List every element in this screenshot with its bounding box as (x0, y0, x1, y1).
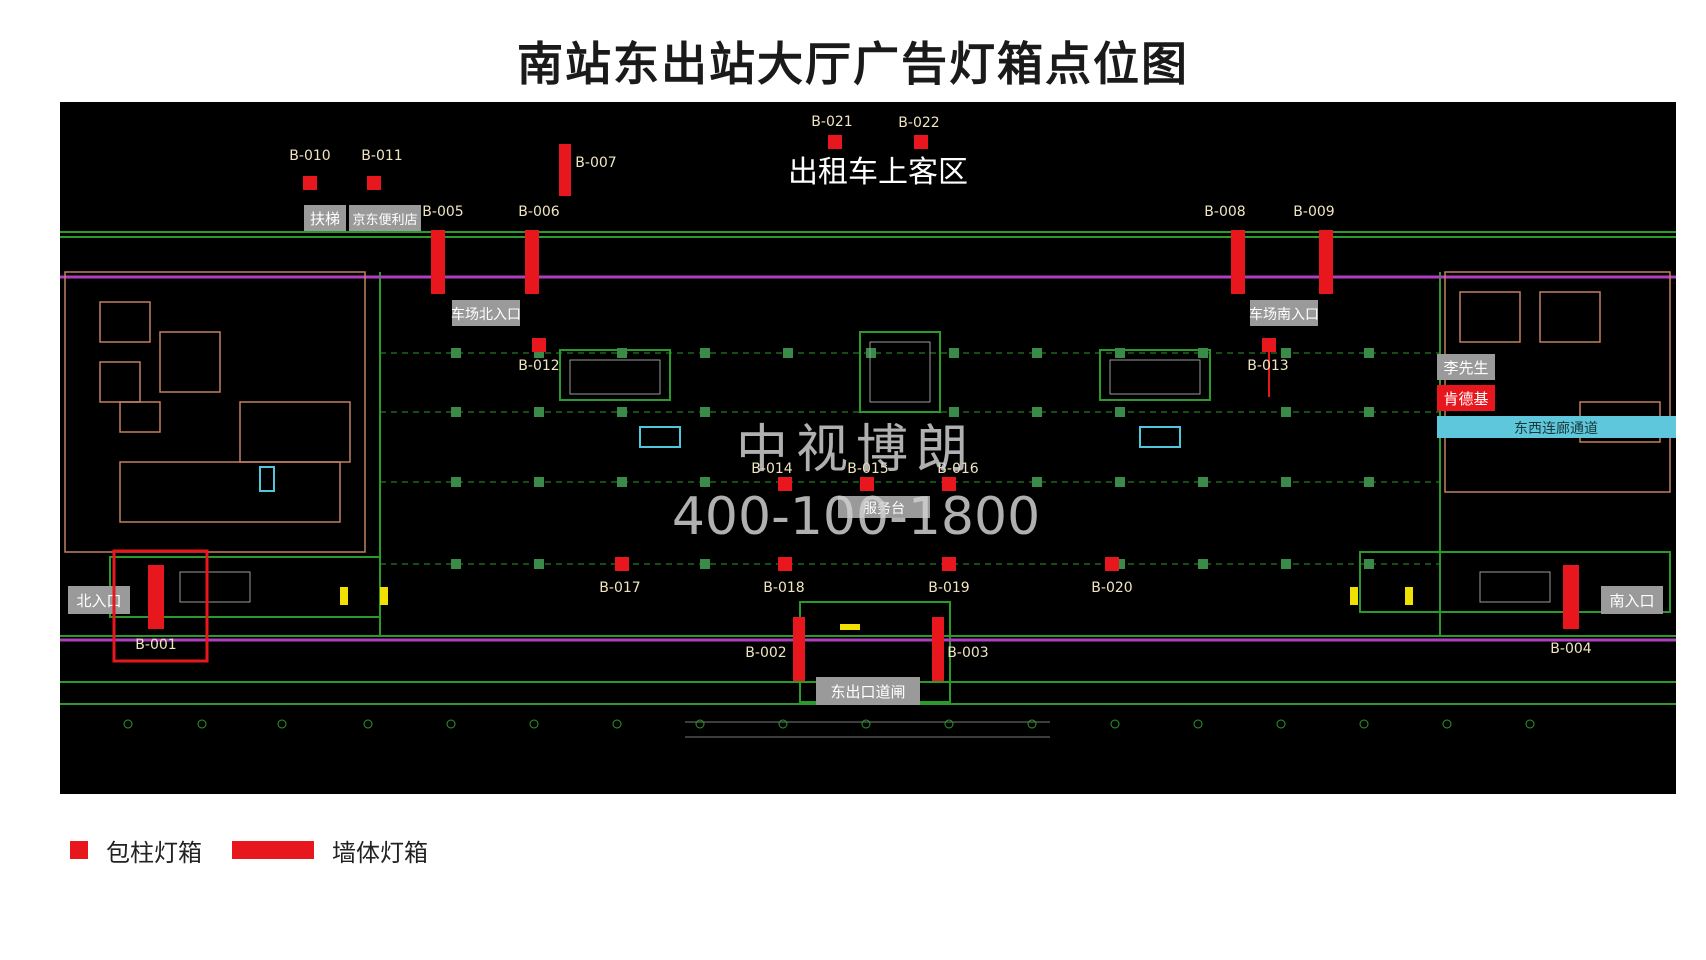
label-li-xiansheng: 李先生 (1437, 354, 1495, 380)
watermark-phone: 400-100-1800 (672, 487, 1040, 547)
label-b-021: B-021 (811, 114, 852, 130)
label-b-009: B-009 (1293, 204, 1334, 220)
label-b-007: B-007 (575, 155, 616, 171)
label-east-exit-gate-text: 东出口道闸 (830, 683, 905, 701)
label-b-012: B-012 (518, 358, 559, 374)
lightbox-labels: B-010 B-011 B-021 B-022 B-007 B-005 B-00… (135, 114, 1591, 661)
label-b-020: B-020 (1091, 580, 1132, 596)
lightbox-b-022 (914, 135, 928, 149)
label-corridor-text: 东西连廊通道 (1514, 420, 1598, 437)
label-jd-store-text: 京东便利店 (352, 213, 417, 228)
legend-column-label: 包柱灯箱 (106, 838, 202, 867)
label-north-entrance: 北入口 (68, 586, 130, 614)
label-b-016: B-016 (937, 461, 978, 477)
taxi-zone-label: 出租车上客区 (788, 155, 968, 190)
label-b-019: B-019 (928, 580, 969, 596)
legend-wall-label: 墙体灯箱 (332, 838, 428, 867)
lightbox-b-015 (860, 477, 874, 491)
lightbox-b-012 (532, 338, 546, 352)
label-b-006: B-006 (518, 204, 559, 220)
label-south-entrance: 南入口 (1601, 586, 1663, 614)
label-parking-north: 车场北入口 (451, 300, 521, 326)
label-b-014: B-014 (751, 461, 792, 477)
lightbox-b-011 (367, 176, 381, 190)
label-parking-north-text: 车场北入口 (451, 306, 521, 323)
label-b-010: B-010 (289, 148, 330, 164)
lightbox-b-010 (303, 176, 317, 190)
label-b-001: B-001 (135, 637, 176, 653)
lightbox-b-003 (932, 617, 944, 681)
lightbox-b-002 (793, 617, 805, 681)
gate-hatch (685, 721, 1050, 738)
lightbox-b-019 (942, 557, 956, 571)
label-b-015: B-015 (847, 461, 888, 477)
lightbox-b-004 (1563, 565, 1579, 629)
lightbox-b-021 (828, 135, 842, 149)
wall-lightboxes (148, 144, 1579, 681)
label-parking-south-text: 车场南入口 (1249, 306, 1319, 323)
lightbox-b-006 (525, 230, 539, 294)
structural-columns (451, 348, 1374, 569)
label-service-desk-text: 服务台 (863, 501, 905, 517)
label-b-002: B-002 (745, 645, 786, 661)
lightbox-b-008 (1231, 230, 1245, 294)
label-east-west-corridor: 东西连廊通道 (1437, 416, 1676, 438)
label-b-004: B-004 (1550, 641, 1591, 657)
label-jd-store: 京东便利店 (349, 205, 421, 231)
label-kfc-text: 肯德基 (1443, 390, 1488, 408)
lightbox-b-005 (431, 230, 445, 294)
label-escalator-text: 扶梯 (310, 210, 340, 228)
lightbox-b-020 (1105, 557, 1119, 571)
lightbox-b-016 (942, 477, 956, 491)
label-kfc: 肯德基 (1437, 385, 1495, 411)
page-title: 南站东出站大厅广告灯箱点位图 (517, 37, 1189, 91)
lightbox-b-009 (1319, 230, 1333, 294)
label-east-exit-gate: 东出口道闸 (816, 677, 920, 705)
lightbox-b-001 (148, 565, 164, 629)
label-b-017: B-017 (599, 580, 640, 596)
magenta-lines (60, 275, 1676, 642)
legend: 包柱灯箱 墙体灯箱 (70, 832, 428, 868)
highlight-b-001 (112, 549, 209, 663)
label-b-003: B-003 (947, 645, 988, 661)
label-south-entrance-text: 南入口 (1609, 592, 1654, 610)
label-b-018: B-018 (763, 580, 804, 596)
column-lightboxes (303, 135, 1276, 571)
label-b-008: B-008 (1204, 204, 1245, 220)
label-b-022: B-022 (898, 115, 939, 131)
label-parking-south: 车场南入口 (1249, 300, 1319, 326)
label-b-013: B-013 (1247, 358, 1288, 374)
label-b-005: B-005 (422, 204, 463, 220)
watermark-name: 中视博朗 (736, 420, 976, 480)
label-b-011: B-011 (361, 148, 402, 164)
label-escalator: 扶梯 (304, 205, 346, 231)
lightbox-b-013 (1262, 338, 1276, 352)
left-rooms (64, 271, 366, 553)
escalators (179, 341, 1551, 603)
legend-wall-swatch (232, 841, 314, 859)
label-service-desk: 服务台 (838, 496, 930, 518)
lightbox-b-007 (559, 144, 571, 196)
right-rooms (1444, 271, 1671, 493)
lightbox-b-014 (778, 477, 792, 491)
yellow-fixtures (340, 587, 1413, 630)
legend-column-swatch (70, 841, 88, 859)
lightbox-b-018 (778, 557, 792, 571)
lightbox-b-017 (615, 557, 629, 571)
cyan-fixtures (259, 426, 1181, 492)
label-north-entrance-text: 北入口 (76, 592, 121, 610)
grid-axis-markers (123, 719, 1535, 729)
label-li-xiansheng-text: 李先生 (1443, 359, 1488, 377)
floor-plan: 出租车上客区 扶梯 京东便利店 车场北入口 车场南入口 李先生 肯德基 东西连廊… (60, 102, 1676, 794)
grid-lines (380, 352, 1440, 565)
